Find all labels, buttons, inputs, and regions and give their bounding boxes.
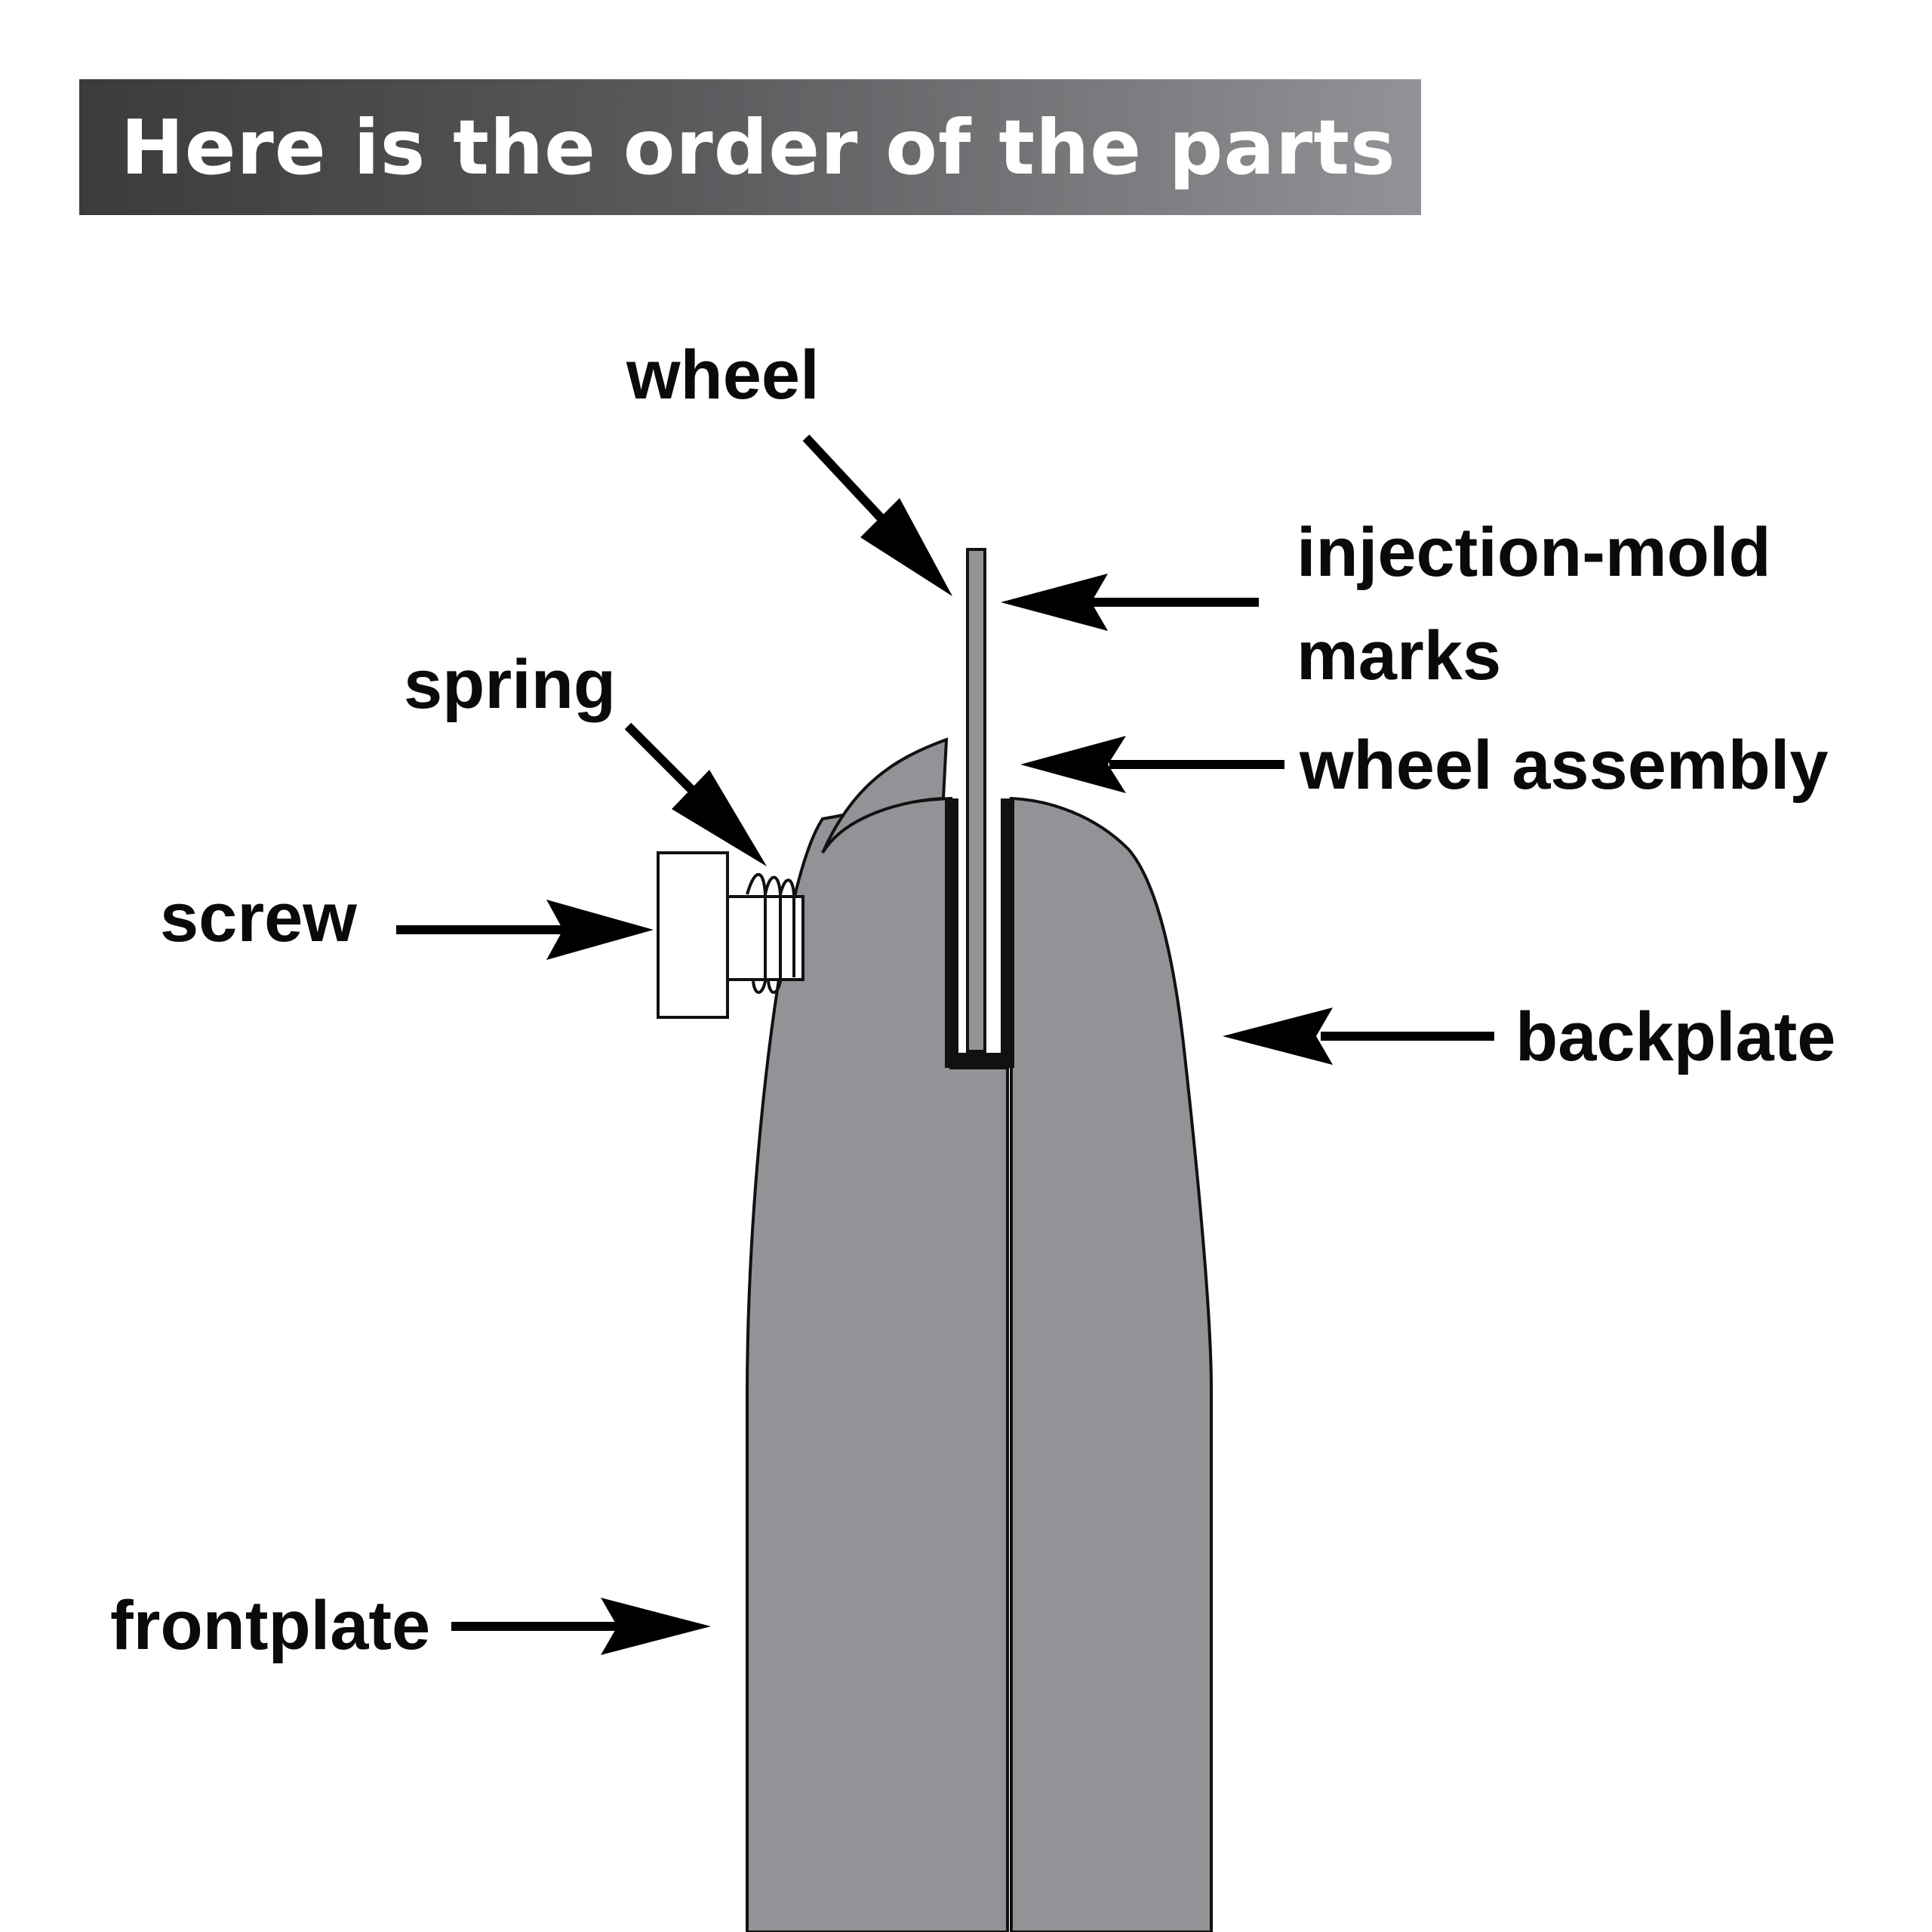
frontplate-crest xyxy=(821,737,949,854)
wheel-shape xyxy=(966,548,986,1053)
arrow-spring xyxy=(624,722,767,866)
arrow-frontplate xyxy=(451,1598,711,1655)
label-wheel-assembly: wheel assembly xyxy=(1299,727,1829,804)
arrow-injection-mold xyxy=(1001,574,1259,631)
label-injection-mold-line2: marks xyxy=(1297,617,1501,694)
arrow-backplate xyxy=(1223,1008,1494,1065)
wheel-assembly-shape xyxy=(945,798,1014,1068)
arrow-wheel-assembly xyxy=(1020,736,1284,793)
title-banner: Here is the order of the parts xyxy=(79,79,1421,215)
backplate-shape xyxy=(1010,796,1213,1932)
label-wheel: wheel xyxy=(626,337,820,414)
label-spring: spring xyxy=(404,646,616,723)
arrow-wheel xyxy=(802,434,952,596)
label-injection-mold-line1: injection-mold xyxy=(1297,514,1771,591)
spring-coil xyxy=(746,872,795,994)
label-backplate: backplate xyxy=(1515,998,1835,1075)
label-screw: screw xyxy=(160,879,357,956)
label-frontplate: frontplate xyxy=(110,1587,430,1664)
screw-head xyxy=(657,851,729,1019)
page-title: Here is the order of the parts xyxy=(121,103,1396,192)
arrow-screw xyxy=(396,900,654,960)
